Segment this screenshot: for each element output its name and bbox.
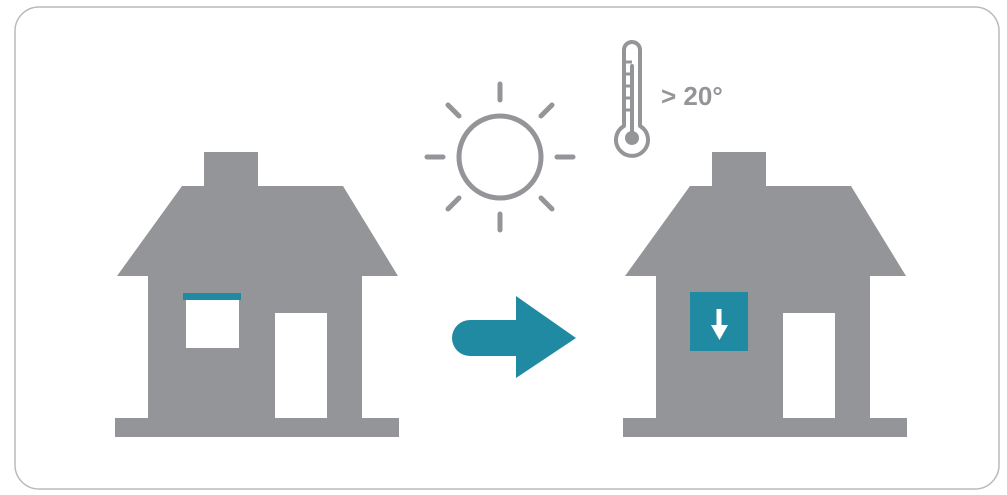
blind-open <box>183 293 241 300</box>
base-left <box>115 418 399 437</box>
door-left <box>275 313 327 418</box>
window-left <box>186 300 239 348</box>
wall-right <box>656 276 870 420</box>
base-right <box>623 418 907 437</box>
wall-left <box>148 276 362 420</box>
temperature-label: > 20° <box>661 81 723 111</box>
door-right <box>783 313 835 418</box>
